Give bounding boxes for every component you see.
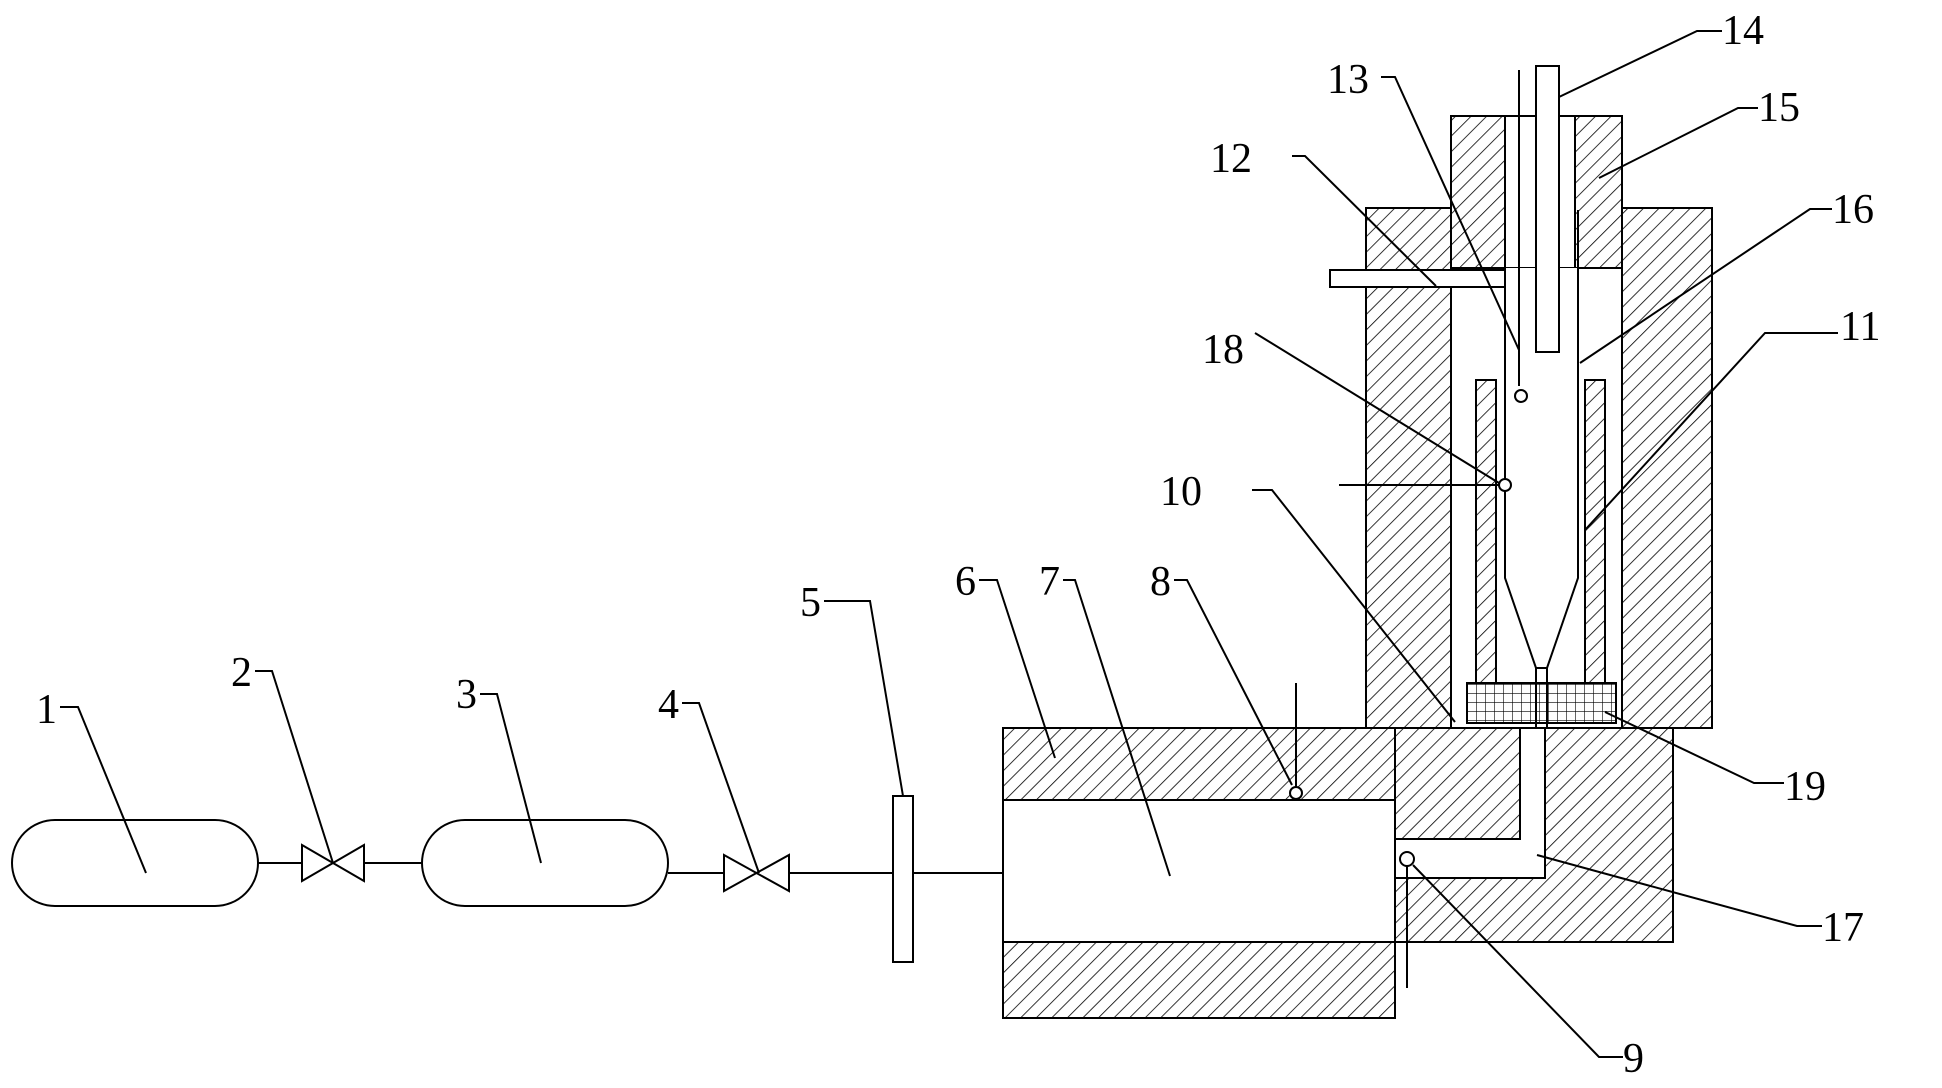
supply-line bbox=[12, 796, 1003, 962]
label-17: 17 bbox=[1822, 905, 1864, 951]
label-4: 4 bbox=[658, 682, 679, 728]
label-18: 18 bbox=[1202, 327, 1244, 373]
label-6: 6 bbox=[955, 559, 976, 605]
label-11: 11 bbox=[1840, 304, 1880, 350]
probe-tube-14 bbox=[1536, 66, 1559, 352]
label-16: 16 bbox=[1832, 187, 1874, 233]
label-3: 3 bbox=[456, 672, 477, 718]
label-9: 9 bbox=[1623, 1036, 1644, 1082]
preheater-channel-7 bbox=[1003, 800, 1395, 942]
connecting-block bbox=[1395, 728, 1673, 988]
preheater-lower-wall bbox=[1003, 942, 1395, 1018]
heating-sleeve-right bbox=[1585, 380, 1605, 683]
valve-4 bbox=[724, 855, 789, 891]
thermocouple-9 bbox=[1400, 852, 1414, 866]
label-12: 12 bbox=[1210, 136, 1252, 182]
heating-sleeve-left bbox=[1476, 380, 1496, 683]
gas-outlet-12 bbox=[1330, 270, 1505, 287]
thermocouple-18 bbox=[1499, 479, 1511, 491]
label-13: 13 bbox=[1327, 57, 1369, 103]
thermocouple-8 bbox=[1290, 787, 1302, 799]
label-19: 19 bbox=[1784, 764, 1826, 810]
label-5: 5 bbox=[800, 580, 821, 626]
porous-plate-19 bbox=[1467, 683, 1616, 723]
label-8: 8 bbox=[1150, 559, 1171, 605]
preheater-body bbox=[1003, 683, 1395, 1018]
gas-cylinder-1 bbox=[12, 820, 258, 906]
buffer-tank-3 bbox=[422, 820, 668, 906]
label-2: 2 bbox=[231, 650, 252, 696]
label-1: 1 bbox=[36, 687, 57, 733]
flange-5 bbox=[893, 796, 913, 962]
label-10: 10 bbox=[1160, 469, 1202, 515]
label-14: 14 bbox=[1722, 8, 1764, 54]
label-15: 15 bbox=[1758, 85, 1800, 131]
thermocouple-13 bbox=[1515, 390, 1527, 402]
label-7: 7 bbox=[1039, 559, 1060, 605]
preheater-upper-wall bbox=[1003, 728, 1395, 800]
